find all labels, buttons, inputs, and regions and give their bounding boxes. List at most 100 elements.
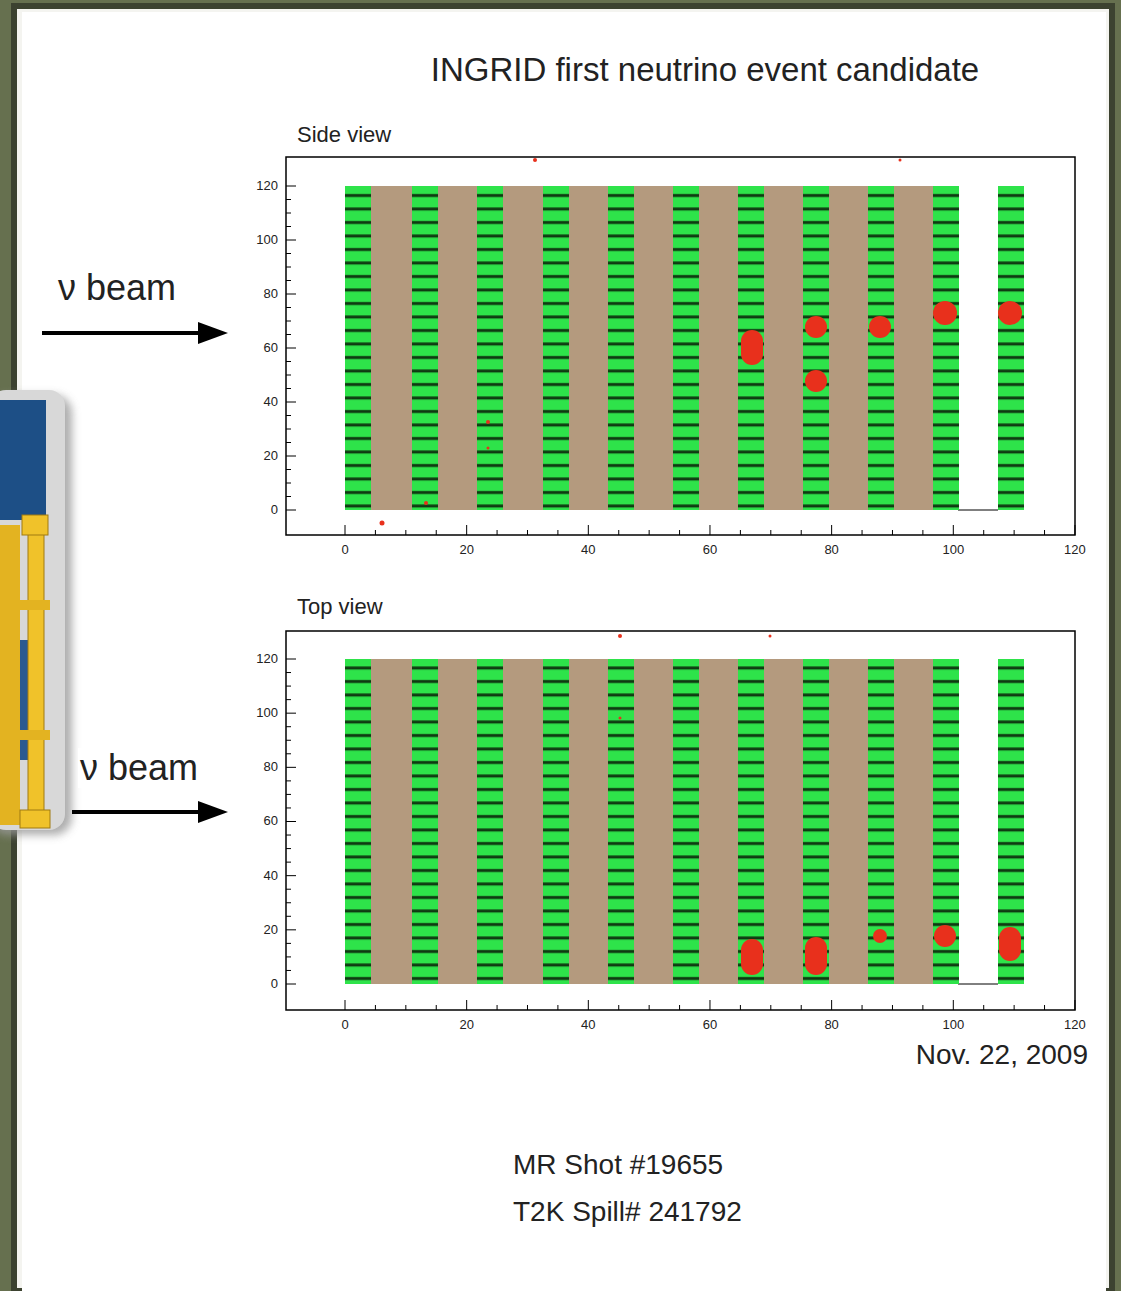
y-tick — [286, 402, 296, 403]
x-tick — [983, 1005, 984, 1010]
tracking-plane — [933, 659, 959, 984]
y-tick — [286, 213, 291, 214]
tracking-plane — [998, 186, 1024, 510]
x-tick — [649, 1005, 650, 1010]
tracking-plane — [543, 186, 569, 510]
y-tick — [286, 280, 291, 281]
x-tick — [831, 525, 832, 535]
panel-title: Side view — [297, 123, 391, 147]
y-tick-label: 20 — [264, 923, 278, 937]
x-tick — [953, 1000, 954, 1010]
y-tick — [286, 889, 291, 890]
y-tick — [286, 659, 296, 660]
tracking-plane — [412, 659, 438, 984]
x-tick — [345, 525, 346, 535]
y-tick — [286, 726, 291, 727]
y-tick — [286, 970, 291, 971]
tracking-plane — [738, 659, 764, 984]
tracking-plane — [998, 659, 1024, 984]
x-tick — [1014, 1005, 1015, 1010]
y-tick — [286, 348, 296, 349]
y-tick — [286, 875, 296, 876]
tracking-plane — [345, 659, 371, 984]
y-tick — [286, 267, 291, 268]
x-tick — [770, 530, 771, 535]
y-tick — [286, 835, 291, 836]
y-tick — [286, 510, 296, 511]
x-tick — [375, 530, 376, 535]
shot-number: MR Shot #19655 — [513, 1150, 723, 1181]
y-tick — [286, 199, 291, 200]
x-tick — [1074, 1000, 1075, 1010]
tracking-plane — [738, 186, 764, 510]
y-tick — [286, 483, 291, 484]
tracking-plane — [868, 659, 894, 984]
tracking-plane — [803, 659, 829, 984]
x-tick — [497, 1005, 498, 1010]
y-tick — [286, 442, 291, 443]
slide-title: INGRID first neutrino event candidate — [431, 52, 979, 88]
x-tick — [922, 1005, 923, 1010]
x-tick — [649, 530, 650, 535]
y-tick-label: 120 — [256, 179, 278, 193]
y-tick — [286, 388, 291, 389]
y-tick — [286, 713, 296, 714]
y-tick-label: 40 — [264, 395, 278, 409]
axis-ticks — [286, 186, 1075, 1010]
y-tick-label: 60 — [264, 814, 278, 828]
x-tick-label: 100 — [942, 1018, 964, 1032]
x-tick — [345, 1000, 346, 1010]
tracking-plane — [673, 659, 699, 984]
date-label: Nov. 22, 2009 — [916, 1040, 1088, 1071]
x-tick — [862, 530, 863, 535]
x-tick-label: 80 — [824, 543, 838, 557]
x-tick — [679, 1005, 680, 1010]
y-tick-label: 20 — [264, 449, 278, 463]
x-tick — [527, 530, 528, 535]
x-tick-label: 120 — [1064, 543, 1086, 557]
y-tick — [286, 767, 296, 768]
tracking-plane — [345, 186, 371, 510]
tracking-plane — [608, 659, 634, 984]
x-tick-label: 0 — [341, 1018, 348, 1032]
y-tick — [286, 334, 291, 335]
y-tick-label: 60 — [264, 341, 278, 355]
y-tick — [286, 794, 291, 795]
x-tick-label: 20 — [459, 1018, 473, 1032]
panel-title: Top view — [297, 595, 383, 619]
x-tick — [1074, 525, 1075, 535]
x-tick-label: 20 — [459, 543, 473, 557]
y-tick — [286, 686, 291, 687]
x-tick — [831, 1000, 832, 1010]
x-tick-label: 60 — [703, 543, 717, 557]
x-tick — [770, 1005, 771, 1010]
x-tick — [1044, 1005, 1045, 1010]
y-tick — [286, 699, 291, 700]
tracking-plane — [543, 659, 569, 984]
tracking-plane — [477, 659, 503, 984]
top-view-plot — [286, 631, 1075, 1010]
y-tick — [286, 943, 291, 944]
y-tick — [286, 415, 291, 416]
tracking-plane — [477, 186, 503, 510]
y-tick — [286, 307, 291, 308]
y-tick — [286, 321, 291, 322]
x-tick — [1044, 530, 1045, 535]
y-tick — [286, 456, 296, 457]
x-tick — [892, 530, 893, 535]
x-tick — [436, 1005, 437, 1010]
beam-label: ν beam — [78, 748, 200, 788]
tracking-plane — [933, 186, 959, 510]
tracking-plane — [673, 186, 699, 510]
x-tick — [375, 1005, 376, 1010]
x-tick — [740, 530, 741, 535]
x-tick-label: 40 — [581, 543, 595, 557]
x-tick — [466, 525, 467, 535]
spill-number: T2K Spill# 241792 — [513, 1197, 742, 1228]
x-tick — [527, 1005, 528, 1010]
y-tick — [286, 984, 296, 985]
x-tick-label: 40 — [581, 1018, 595, 1032]
x-tick — [922, 530, 923, 535]
y-tick — [286, 294, 296, 295]
y-tick — [286, 253, 291, 254]
